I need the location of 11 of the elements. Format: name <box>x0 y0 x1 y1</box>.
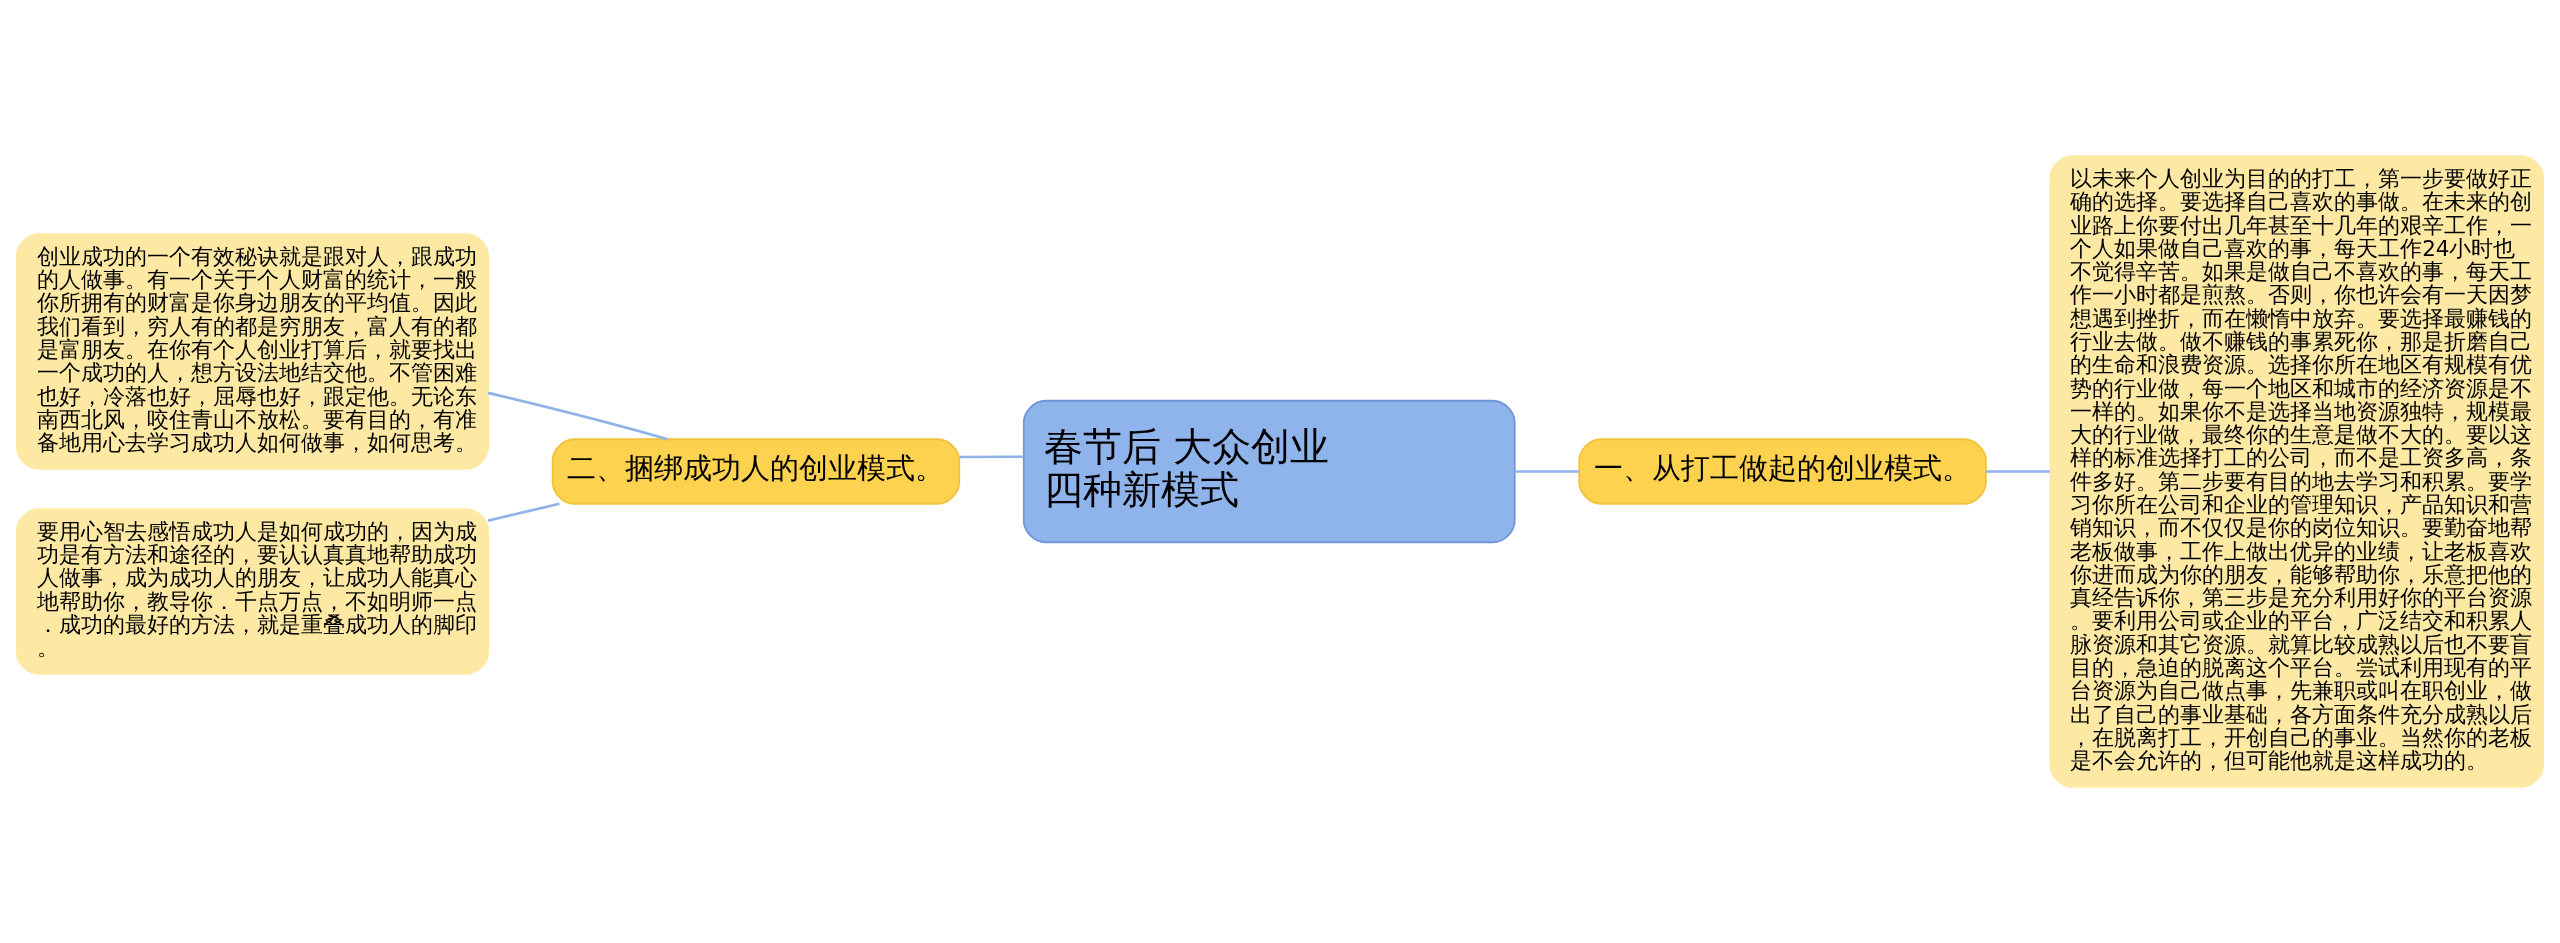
node-box: 一、从打工做起的创业模式。 <box>1578 438 1987 505</box>
connector <box>1986 470 2050 473</box>
connector <box>487 502 560 522</box>
node-box: 创业成功的一个有效秘诀就是跟对人，跟成功的人做事。有一个关于个人财富的统计，一般你所拥有的财富是你身边朋友的平均值。因此我们看到，穷人有的都是穷朋友，富人有的都是富朋友。在你有个人创业打算后，就要找出一个成功的人，想方设法地结交他。不管困难也好，冷落也好，屈辱也好，跟定他。无论东南西北风，咬住青山不放松。要有目的，有准备地用心去学习成功人如何做事，如何思考。 <box>16 233 489 470</box>
connector <box>1514 470 1579 473</box>
node-box: 二、捆绑成功人的创业模式。 <box>551 438 961 505</box>
node-box: 要用心智去感悟成功人是如何成功的，因为成功是有方法和途径的，要认认真真地帮助成功人做事，成为成功人的朋友，让成功人能真心地帮助你，教导你．千点万点，不如明师一点．成功的最好的方法，就是重叠成功人的脚印。 <box>16 508 489 675</box>
node-box: 以未来个人创业为目的的打工，第一步要做好正确的选择。要选择自己喜欢的事做。在未来的创业路上你要付出几年甚至十几年的艰辛工作，一个人如果做自己喜欢的事，每天工作24小时也不觉得辛苦。如果是做自己不喜欢的事，每天工作一小时都是煎熬。否则，你也许会有一天因梦想遇到挫折，而在懒惰中放弃。要选择最赚钱的行业去做。做不赚钱的事累死你，那是折磨自己的生命和浪费资源。选择你所在地区有规模有优势的行业做，每一个地区和城市的经济资源是不一样的。如果你不是选择当地资源独特，规模最大的行业做，最终你的生意是做不大的。要以这样的标准选择打工的公司，而不是工资多高，条件多好。第二步要有目的地去学习和积累。要学习你所在公司和企业的管理知识，产品知识和营销知识，而不仅仅是你的岗位知识。要勤奋地帮老板做事，工作上做出优异的业绩，让老板喜欢你进而成为你的朋友，能够帮助你，乐意把他的真经告诉你，第三步是充分利用好你的平台资源。要利用公司或企业的平台，广泛结交和积累人脉资源和其它资源。就算比较成熟以后也不要盲目的，急迫的脱离这个平台。尝试利用现有的平台资源为自己做点事，先兼职或叫在职创业，做出了自己的事业基础，各方面条件充分成熟以后，在脱离打工，开创自己的事业。当然你的老板是不会允许的，但可能他就是这样成功的。 <box>2049 155 2545 788</box>
connector <box>959 455 1024 459</box>
node-box: 春节后 大众创业四种新模式 <box>1022 399 1516 544</box>
connector <box>487 391 668 441</box>
